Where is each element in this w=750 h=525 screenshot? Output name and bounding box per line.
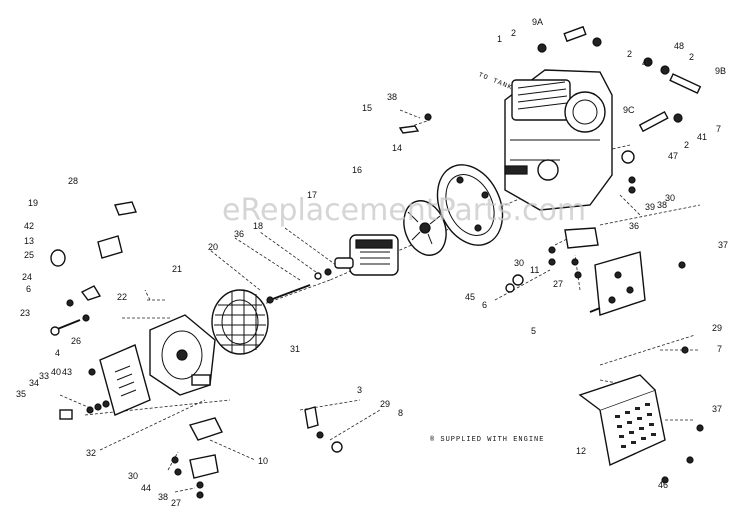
to-tank-note: TO TANK <box>477 71 514 92</box>
callout-5: 5 <box>531 326 536 336</box>
callout-37: 37 <box>718 240 728 250</box>
rotor-assembly <box>314 234 399 280</box>
callout-15: 15 <box>362 103 372 113</box>
callout-33: 33 <box>39 371 49 381</box>
callout-35: 35 <box>16 389 26 399</box>
callout-17: 17 <box>307 190 317 200</box>
callout-41: 41 <box>697 132 707 142</box>
callout-7: 7 <box>717 344 722 354</box>
callout-3: 3 <box>357 385 362 395</box>
callout-20: 20 <box>208 242 218 252</box>
callout-2: 2 <box>627 49 632 59</box>
callout-38: 38 <box>657 200 667 210</box>
through-bolt <box>269 284 311 301</box>
callout-38: 38 <box>158 492 168 502</box>
callout-16: 16 <box>352 165 362 175</box>
rectifier <box>188 417 223 441</box>
callout-1: 1 <box>497 34 502 44</box>
watermark: eReplacementParts.com <box>222 193 586 228</box>
callout-31: 31 <box>290 344 300 354</box>
callout-37: 37 <box>712 404 722 414</box>
callout-30: 30 <box>514 258 524 268</box>
callout-19: 19 <box>28 198 38 208</box>
engine-assembly <box>398 25 702 211</box>
callout-45: 45 <box>465 292 475 302</box>
callout-10: 10 <box>258 456 268 466</box>
callout-34: 34 <box>29 378 39 388</box>
end-cover <box>59 344 151 420</box>
callout-42: 42 <box>24 221 34 231</box>
right-middle-parts <box>505 227 686 316</box>
callout-28: 28 <box>68 176 78 186</box>
callout-24: 24 <box>22 272 32 282</box>
bracket <box>564 227 599 249</box>
callout-2: 2 <box>689 52 694 62</box>
callout-30: 30 <box>128 471 138 481</box>
clamp-icon <box>537 43 547 53</box>
callout-6: 6 <box>482 300 487 310</box>
callout-8: 8 <box>398 408 403 418</box>
callout-26: 26 <box>71 336 81 346</box>
callout-27: 27 <box>171 498 181 508</box>
callout-46: 46 <box>658 480 668 490</box>
callout-47: 47 <box>668 151 678 161</box>
fuel-line-c <box>638 110 669 133</box>
callout-39: 39 <box>645 202 655 212</box>
callout-4: 4 <box>55 348 60 358</box>
callout-2: 2 <box>684 140 689 150</box>
callout-29: 29 <box>380 399 390 409</box>
callout-18: 18 <box>253 221 263 231</box>
fuel-line <box>563 25 587 43</box>
callout-27: 27 <box>553 279 563 289</box>
engine-shroud <box>511 79 571 121</box>
callout-9c: 9C <box>623 105 635 115</box>
callout-23: 23 <box>20 308 30 318</box>
left-small-parts <box>50 201 137 376</box>
callout-11: 11 <box>530 265 539 275</box>
callout-7: 7 <box>716 124 721 134</box>
cooling-fan <box>403 200 447 256</box>
callout-21: 21 <box>172 264 182 274</box>
callout-22: 22 <box>117 292 127 302</box>
receptacle <box>50 249 66 267</box>
stator <box>211 289 269 355</box>
callout-12: 12 <box>576 446 586 456</box>
callout-38: 38 <box>387 92 397 102</box>
perforated-cover <box>578 346 704 484</box>
mount-plate <box>189 454 219 479</box>
capacitor-bracket <box>114 201 137 216</box>
callout-9a: 9A <box>532 17 543 27</box>
callout-44: 44 <box>141 483 151 493</box>
callout-32: 32 <box>86 448 96 458</box>
fuel-line-b <box>669 73 702 94</box>
callout-48: 48 <box>674 41 684 51</box>
callout-36: 36 <box>629 221 639 231</box>
terminal-block <box>97 235 123 259</box>
crankshaft-end <box>504 165 528 175</box>
callout-6: 6 <box>26 284 31 294</box>
callout-25: 25 <box>24 250 34 260</box>
callout-49: 49 <box>642 58 652 68</box>
callout-36: 36 <box>234 229 244 239</box>
callout-9b: 9B <box>715 66 726 76</box>
crankcase-boss <box>537 159 559 181</box>
air-cleaner <box>564 91 606 133</box>
callout-labels: 1 2 9A 2 48 2 49 9B 38 15 14 9C 7 41 2 4… <box>16 17 728 508</box>
callout-14: 14 <box>392 143 402 153</box>
callout-13: 13 <box>24 236 34 246</box>
cover-plug <box>59 409 73 420</box>
supplied-with-engine-note: ® SUPPLIED WITH ENGINE <box>430 435 544 444</box>
control-panel <box>594 251 646 316</box>
end-bell <box>149 314 216 396</box>
bottom-parts <box>171 406 343 499</box>
callout-40: 40 <box>51 367 61 377</box>
callout-29: 29 <box>712 323 722 333</box>
callout-43: 43 <box>62 367 72 377</box>
callout-30: 30 <box>665 193 675 203</box>
callout-2: 2 <box>511 28 516 38</box>
